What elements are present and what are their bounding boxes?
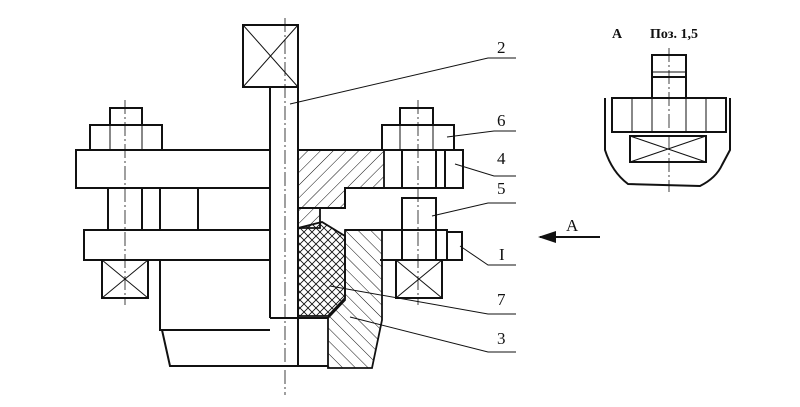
callout-5: 5	[497, 179, 506, 198]
detail-view-a: A Поз. 1,5	[605, 27, 730, 192]
spacer-block	[160, 188, 198, 230]
main-section-view: A 2 6 4 5 I 7 3	[76, 18, 600, 395]
shaft	[243, 18, 298, 395]
callouts: 2 6 4 5 I 7 3	[497, 38, 506, 348]
leader-lines	[290, 58, 516, 352]
callout-7: 7	[497, 290, 506, 309]
right-stud-bolt	[382, 100, 454, 305]
callout-6: 6	[497, 111, 506, 130]
callout-1: I	[499, 245, 505, 264]
callout-4: 4	[497, 149, 506, 168]
left-stud-bolt	[90, 100, 162, 305]
view-arrow: A	[538, 216, 600, 243]
detail-view-letter: A	[612, 27, 623, 42]
view-arrow-label: A	[566, 216, 579, 235]
callout-3: 3	[497, 329, 506, 348]
packing-cross-hatched	[298, 222, 345, 316]
detail-positions-note: Поз. 1,5	[650, 27, 698, 42]
callout-2: 2	[497, 38, 506, 57]
lower-flange-plate	[84, 230, 462, 260]
lower-body	[160, 260, 328, 366]
